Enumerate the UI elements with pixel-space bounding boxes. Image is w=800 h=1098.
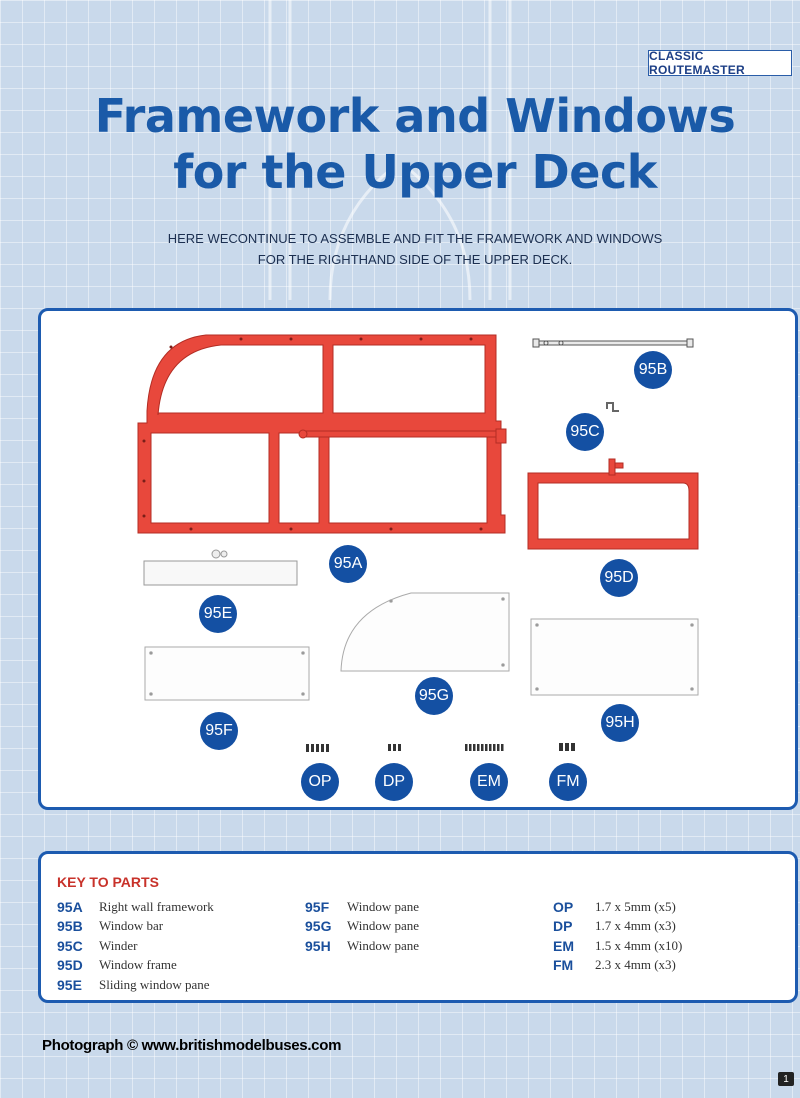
label-95h: 95H <box>601 704 639 742</box>
label-95a: 95A <box>329 545 367 583</box>
photo-credit: Photograph © www.britishmodelbuses.com <box>42 1037 342 1054</box>
key-code: 95D <box>57 957 83 974</box>
part-95b-window-bar <box>532 338 694 348</box>
title-line-1: Framework and Windows <box>94 89 736 143</box>
part-95e-sliding-pane <box>143 549 298 586</box>
key-desc: Right wall framework <box>99 898 214 914</box>
key-desc: 2.3 x 4mm (x3) <box>595 957 676 973</box>
key-code: DP <box>553 918 573 935</box>
label-95e: 95E <box>199 595 237 633</box>
key-desc: Window pane <box>347 918 420 934</box>
key-item: 95D Window frame <box>57 956 214 976</box>
part-95c-winder <box>606 402 619 412</box>
key-desc: 1.5 x 4mm (x10) <box>595 937 683 953</box>
key-item: 95F Window pane <box>305 897 419 917</box>
part-95h-window-pane <box>530 618 699 696</box>
intro-text: HERE WECONTINUE TO ASSEMBLE AND FIT THE … <box>100 228 730 270</box>
key-item: OP 1.7 x 5mm (x5) <box>553 897 682 917</box>
label-dp: DP <box>375 763 413 801</box>
key-desc: Window pane <box>347 898 420 914</box>
key-to-parts-panel: KEY TO PARTS 95A Right wall framework 95B… <box>38 851 798 1003</box>
key-code: FM <box>553 957 574 974</box>
label-95d: 95D <box>600 559 638 597</box>
label-fm: FM <box>549 763 587 801</box>
key-desc: 1.7 x 5mm (x5) <box>595 898 676 914</box>
label-95g: 95G <box>415 677 453 715</box>
screws-fm <box>559 743 575 751</box>
part-95f-window-pane <box>144 646 310 701</box>
key-desc: 1.7 x 4mm (x3) <box>595 918 676 934</box>
screws-em <box>465 744 504 751</box>
intro-line-1: HERE WECONTINUE TO ASSEMBLE AND FIT THE … <box>167 231 663 246</box>
part-95g-window-pane <box>340 592 510 672</box>
key-desc: Window pane <box>347 937 420 953</box>
key-desc: Sliding window pane <box>99 976 210 992</box>
screws-op <box>306 744 329 752</box>
series-badge: CLASSIC ROUTEMASTER <box>648 49 792 77</box>
page-title: Framework and Windows for the Upper Deck <box>0 88 800 200</box>
title-line-2: for the Upper Deck <box>173 145 657 199</box>
key-item: 95G Window pane <box>305 917 419 937</box>
key-column-3: OP 1.7 x 5mm (x5) DP 1.7 x 4mm (x3) EM 1.5 … <box>553 897 682 975</box>
part-95d-window-frame <box>527 458 699 550</box>
key-code: 95B <box>57 918 83 935</box>
key-column-1: 95A Right wall framework 95B Window bar 95… <box>57 897 214 995</box>
key-code: 95F <box>305 898 330 915</box>
key-desc: Window frame <box>99 957 177 973</box>
key-item: 95B Window bar <box>57 917 214 937</box>
page-number: 1 <box>778 1072 794 1086</box>
key-code: EM <box>553 937 574 954</box>
parts-diagram-panel: 95A 95B 95C 95D 95E 95F 95G 95H OP DP EM… <box>38 308 798 810</box>
label-95c: 95C <box>566 413 604 451</box>
key-code: 95H <box>305 937 331 954</box>
screws-dp <box>388 744 401 751</box>
key-code: 95E <box>57 976 82 993</box>
key-item: 95C Winder <box>57 936 214 956</box>
part-95a-framework <box>137 334 507 534</box>
intro-line-2: FOR THE RIGHTHAND SIDE OF THE UPPER DECK… <box>257 252 573 267</box>
key-item: EM 1.5 x 4mm (x10) <box>553 936 682 956</box>
key-item: FM 2.3 x 4mm (x3) <box>553 956 682 976</box>
key-title: KEY TO PARTS <box>57 874 159 890</box>
key-item: 95H Window pane <box>305 936 419 956</box>
key-item: 95A Right wall framework <box>57 897 214 917</box>
key-code: 95G <box>305 918 332 935</box>
key-code: 95C <box>57 937 83 954</box>
key-code: OP <box>553 898 574 915</box>
key-column-2: 95F Window pane 95G Window pane 95H Window … <box>305 897 419 956</box>
key-desc: Winder <box>99 937 138 953</box>
label-95b: 95B <box>634 351 672 389</box>
key-desc: Window bar <box>99 918 164 934</box>
label-op: OP <box>301 763 339 801</box>
parts-diagram <box>137 334 699 752</box>
key-item: DP 1.7 x 4mm (x3) <box>553 917 682 937</box>
label-em: EM <box>470 763 508 801</box>
label-95f: 95F <box>200 712 238 750</box>
key-code: 95A <box>57 898 83 915</box>
key-item: 95E Sliding window pane <box>57 975 214 995</box>
